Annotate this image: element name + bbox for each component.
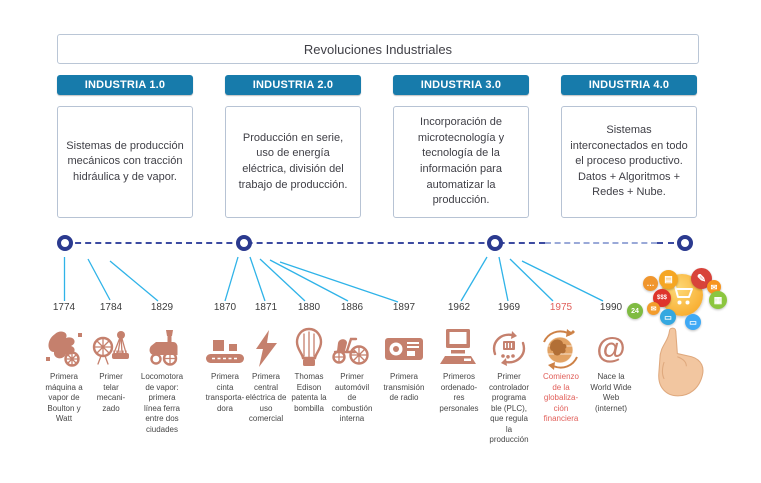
timeline-item-1774: 1774 Primera máquina a vapor de Boulton … [36, 302, 92, 425]
year-label: 1897 [392, 302, 416, 313]
year-label: 1975 [549, 302, 573, 313]
year-label: 1784 [99, 302, 123, 313]
caption: Nace la World Wide Web (internet) [590, 372, 632, 413]
year-label: 1871 [254, 302, 278, 313]
timeline-item-1897: 1897 Primera transmisión de radio [376, 302, 432, 404]
light-bulb-icon [281, 326, 337, 372]
caption: Primeros ordenado- res personales [439, 372, 479, 413]
year-label: 1870 [213, 302, 237, 313]
timeline-item-1871: 1871 Primera central eléctrica de uso co… [238, 302, 294, 425]
electricity-bolt-icon [238, 326, 294, 372]
timeline-item-1969: 1969 Primer controlador programa ble (PL… [481, 302, 537, 446]
globe-icon [533, 326, 589, 372]
timeline-axis-light [545, 242, 657, 244]
pencil-icon: ✎ [691, 268, 712, 289]
laptop-icon: ▭ [685, 314, 701, 330]
caption: Primer automóvil de combustión interna [331, 372, 373, 424]
timeline-node-2 [236, 235, 252, 251]
year-label: 1990 [599, 302, 623, 313]
caption: Primera central eléctrica de uso comerci… [245, 372, 287, 424]
automobile-icon [324, 326, 380, 372]
caption: Comienzo de la globaliza- ción financier… [542, 372, 579, 424]
page-title: Revoluciones Industriales [57, 34, 699, 64]
timeline-node-4 [677, 235, 693, 251]
caption: Primera cinta transporta- dora [205, 372, 245, 413]
ecommerce-clipart: … ▤ ✎ ✉ $$$ ▦ 24 ✉ ▭ ▭ [622, 266, 740, 411]
24h-icon: 24 [627, 303, 643, 319]
caption: Primer controlador programa ble (PLC), q… [488, 372, 530, 445]
chat-icon: … [643, 276, 658, 291]
description-industria-1: Sistemas de producción mecánicos con tra… [57, 106, 193, 218]
timeline-item-1829: 1829 Locomotora de vapor: primera línea … [134, 302, 190, 435]
timeline-item-1880: 1880 Thomas Edison patenta la bombilla [281, 302, 337, 414]
caption: Primer telar mecani- zado [96, 372, 126, 413]
pointing-hand-icon [658, 327, 704, 397]
caption: Primera máquina a vapor de Boulton y Wat… [45, 372, 83, 424]
year-label: 1886 [340, 302, 364, 313]
caption: Primera transmisión de radio [383, 372, 425, 403]
locomotive-icon [134, 326, 190, 372]
header-industria-1: INDUSTRIA 1.0 [57, 75, 193, 95]
caption: Thomas Edison patenta la bombilla [291, 372, 327, 413]
steam-engine-icon [36, 326, 92, 372]
caption: Locomotora de vapor: primera línea ferra… [140, 372, 184, 434]
description-industria-3: Incorporación de microtecnología y tecno… [393, 106, 529, 218]
envelope-icon: ✉ [647, 302, 660, 315]
monitor-icon: ▭ [660, 309, 676, 325]
spinning-wheel-icon [83, 326, 139, 372]
timeline-item-1990: 1990 @ Nace la World Wide Web (internet) [583, 302, 639, 414]
year-label: 1962 [447, 302, 471, 313]
timeline-axis [65, 242, 545, 244]
plc-controller-icon [481, 326, 537, 372]
conveyor-belt-icon [197, 326, 253, 372]
computer-icon [431, 326, 487, 372]
gift-icon: ▦ [709, 291, 727, 309]
header-industria-3: INDUSTRIA 3.0 [393, 75, 529, 95]
timeline-node-3 [487, 235, 503, 251]
briefcase-icon: ▤ [659, 270, 678, 289]
year-label: 1969 [497, 302, 521, 313]
header-industria-4: INDUSTRIA 4.0 [561, 75, 697, 95]
timeline-item-1975: 1975 Comienzo de la globaliza- ción fina… [533, 302, 589, 425]
description-industria-4: Sistemas interconectados en todo el proc… [561, 106, 697, 218]
year-label: 1829 [150, 302, 174, 313]
timeline-item-1784: 1784 Primer telar mecani- zado [83, 302, 139, 414]
at-sign-icon: @ [596, 332, 626, 365]
description-industria-2: Producción en serie, uso de energía eléc… [225, 106, 361, 218]
timeline-axis [657, 242, 685, 244]
year-label: 1774 [52, 302, 76, 313]
radio-icon [376, 326, 432, 372]
timeline-item-1962: 1962 Primeros ordenado- res personales [431, 302, 487, 414]
timeline-node-1 [57, 235, 73, 251]
header-industria-2: INDUSTRIA 2.0 [225, 75, 361, 95]
year-label: 1880 [297, 302, 321, 313]
timeline-item-1870: 1870 Primera cinta transporta- dora [197, 302, 253, 414]
timeline-item-1886: 1886 Primer automóvil de combustión inte… [324, 302, 380, 425]
envelope-icon: ✉ [707, 280, 721, 294]
